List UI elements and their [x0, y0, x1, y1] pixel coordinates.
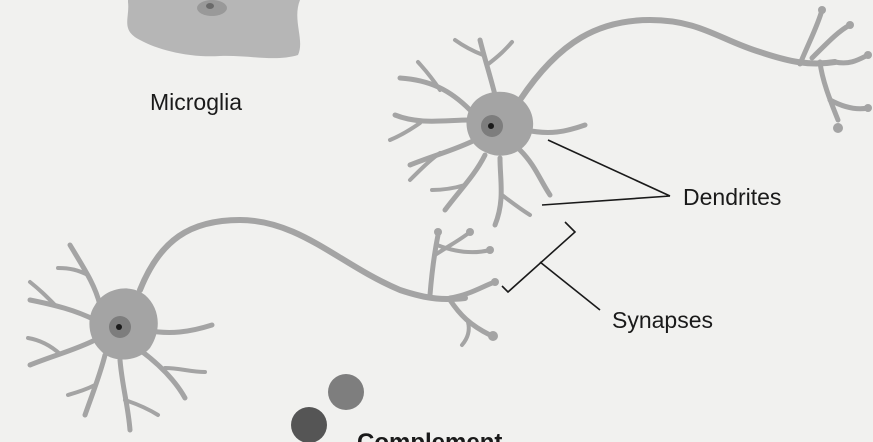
microglia-label: Microglia — [150, 89, 242, 115]
upper-neuron — [390, 6, 872, 225]
complement-molecule-dark — [291, 407, 327, 442]
microglia-cell — [127, 0, 300, 58]
complement-label: Complement — [357, 429, 502, 442]
complement-molecule-light — [328, 374, 364, 410]
synapses-label: Synapses — [612, 307, 713, 333]
dendrites-label: Dendrites — [683, 184, 781, 210]
complement-molecules — [291, 374, 364, 442]
lower-neuron — [28, 220, 499, 430]
dendrites-pointer — [542, 140, 670, 205]
synapses-bracket — [502, 222, 600, 310]
